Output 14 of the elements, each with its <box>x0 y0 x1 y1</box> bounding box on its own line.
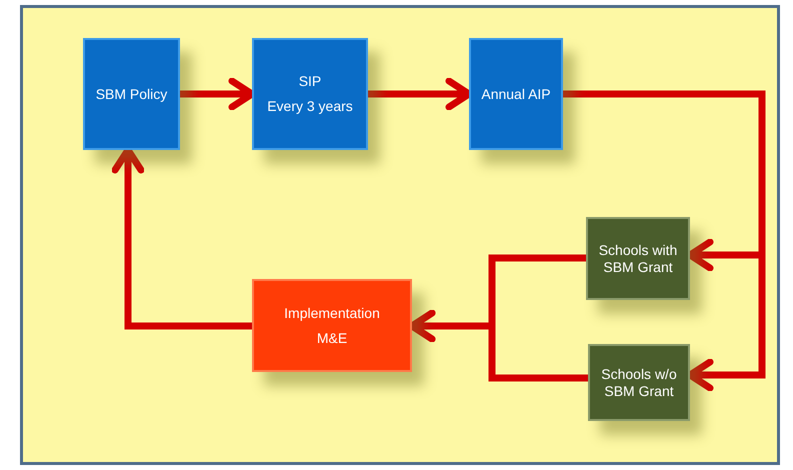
box-text: Annual AIP <box>480 86 552 102</box>
box-text: SBM Policy <box>94 86 168 102</box>
process-box <box>252 279 412 372</box>
process-box <box>83 38 180 150</box>
box-text: Implementation <box>283 304 381 322</box>
process-box <box>588 344 690 421</box>
box-text: SIP <box>298 73 322 90</box>
box-text: M&E <box>316 330 348 346</box>
box-text: Every 3 years <box>266 98 354 115</box>
process-box <box>252 38 368 150</box>
process-box <box>469 38 563 150</box>
box-text: Schools with SBM Grant <box>598 242 678 276</box>
box-text: Schools w/o SBM Grant <box>600 366 678 400</box>
process-box <box>586 217 690 300</box>
